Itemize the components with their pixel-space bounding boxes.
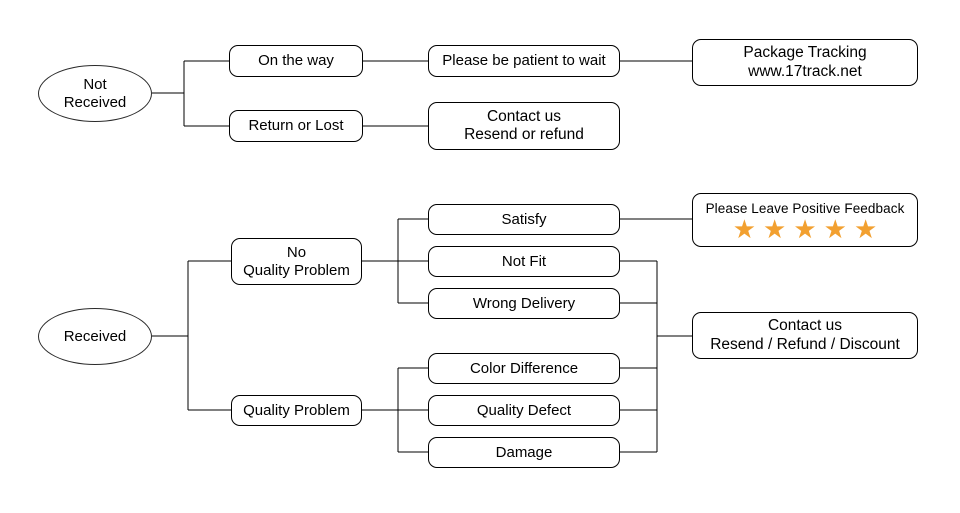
star-icon-3[interactable]: ★ xyxy=(793,214,817,245)
node-please-be-patient-to-wait[interactable]: Please be patient to wait xyxy=(428,45,620,77)
node-received[interactable]: Received xyxy=(38,308,152,365)
node-damage[interactable]: Damage xyxy=(428,437,620,468)
node-positive-feedback[interactable]: Please Leave Positive Feedback ★★★★★ xyxy=(692,193,918,247)
node-no-quality-problem[interactable]: No Quality Problem xyxy=(231,238,362,285)
node-contact-us-resend-or-refund[interactable]: Contact us Resend or refund xyxy=(428,102,620,150)
node-wrong-delivery[interactable]: Wrong Delivery xyxy=(428,288,620,319)
star-icon-1[interactable]: ★ xyxy=(732,214,757,245)
node-return-or-lost[interactable]: Return or Lost xyxy=(229,110,363,142)
star-icon-5[interactable]: ★ xyxy=(853,214,878,245)
node-quality-defect[interactable]: Quality Defect xyxy=(428,395,620,426)
feedback-label: Please Leave Positive Feedback xyxy=(705,201,905,217)
node-package-tracking[interactable]: Package Tracking www.17track.net xyxy=(692,39,918,86)
star-icon-4[interactable]: ★ xyxy=(823,214,847,245)
node-not-received[interactable]: Not Received xyxy=(38,65,152,122)
star-icon-2[interactable]: ★ xyxy=(763,214,787,245)
node-contact-us-resend-refund-discount[interactable]: Contact us Resend / Refund / Discount xyxy=(692,312,918,359)
node-color-difference[interactable]: Color Difference xyxy=(428,353,620,384)
node-not-fit[interactable]: Not Fit xyxy=(428,246,620,277)
node-satisfy[interactable]: Satisfy xyxy=(428,204,620,235)
star-rating[interactable]: ★★★★★ xyxy=(732,214,878,245)
node-on-the-way[interactable]: On the way xyxy=(229,45,363,77)
node-quality-problem[interactable]: Quality Problem xyxy=(231,395,362,426)
